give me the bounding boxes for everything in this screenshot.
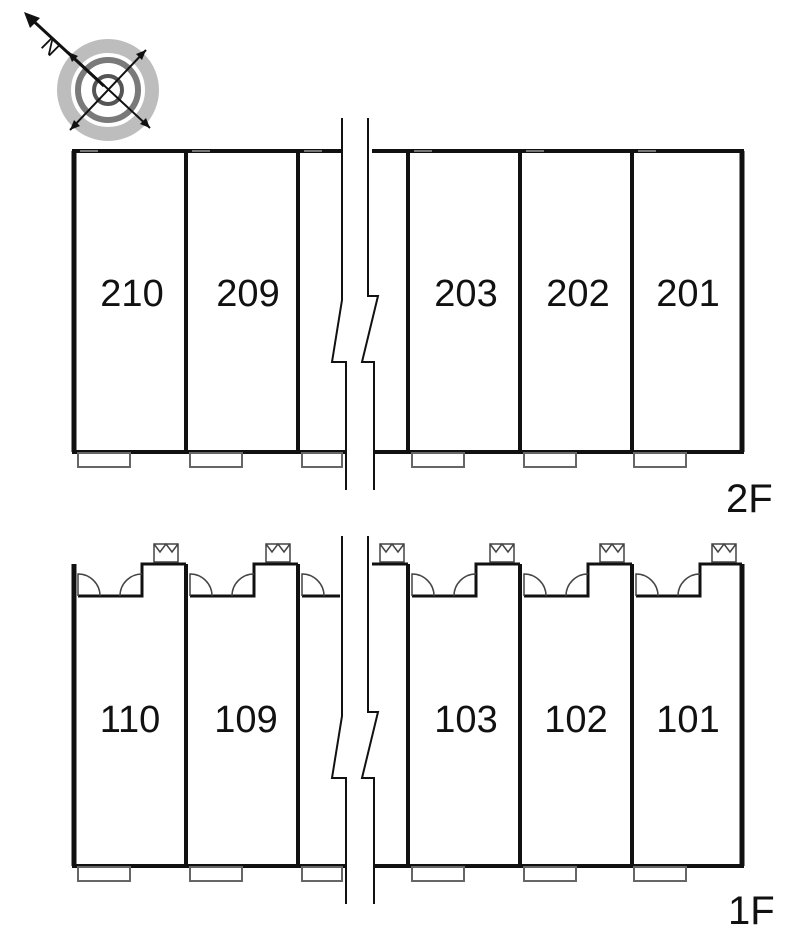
compass-rose-icon: N (24, 12, 159, 141)
floor-2f: 210 209 203 202 201 2F (71, 149, 773, 521)
unit-label: 109 (214, 699, 277, 741)
unit-label: 102 (544, 699, 607, 741)
unit-label: 202 (546, 273, 609, 315)
floor-1f: 110 109 103 102 101 1F (71, 542, 775, 933)
zigzag-break-icon (330, 118, 380, 490)
floor-label: 1F (728, 889, 775, 933)
unit-label: 203 (434, 273, 497, 315)
unit-label: 210 (100, 273, 163, 315)
unit-label: 101 (656, 699, 719, 741)
floor-label: 2F (726, 477, 773, 521)
unit-label: 103 (434, 699, 497, 741)
north-label: N (36, 32, 65, 61)
unit-label: 110 (100, 699, 161, 741)
unit-label: 201 (656, 273, 719, 315)
zigzag-break-icon (330, 536, 380, 904)
unit-label: 209 (216, 273, 279, 315)
